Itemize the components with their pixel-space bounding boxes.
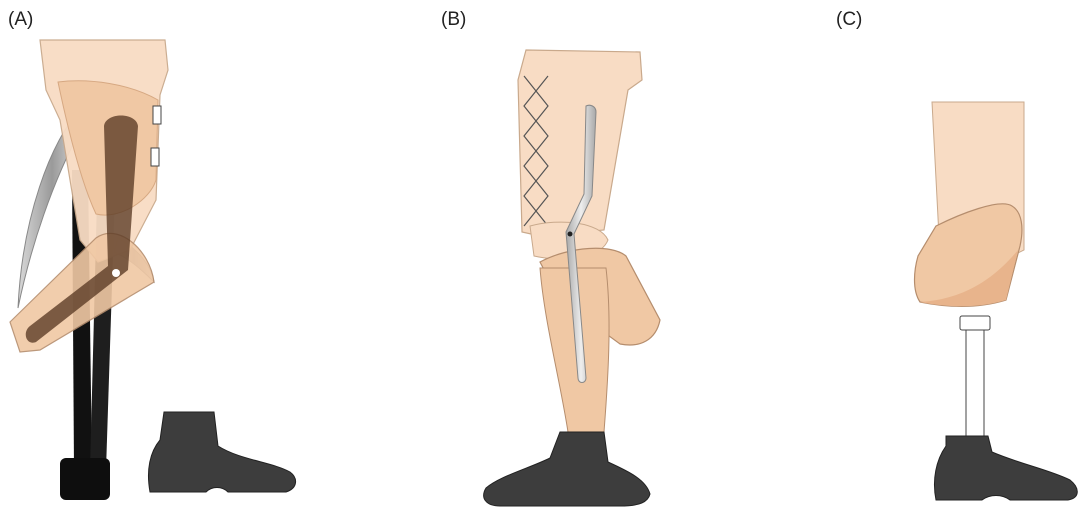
strap-lower [151,148,159,166]
strap-upper [153,106,161,124]
shoe-a [148,412,295,492]
pylon-tube [966,330,984,438]
shoe-c [934,436,1077,500]
panel-c-figure [915,102,1078,500]
pylon-connector [960,316,990,330]
panel-a-figure [10,40,296,500]
rod-hinge [568,232,573,237]
panel-b-figure [484,50,660,506]
shoe-b [484,432,650,506]
prosthetic-foot-block [60,458,110,500]
knee-hinge [112,269,120,277]
